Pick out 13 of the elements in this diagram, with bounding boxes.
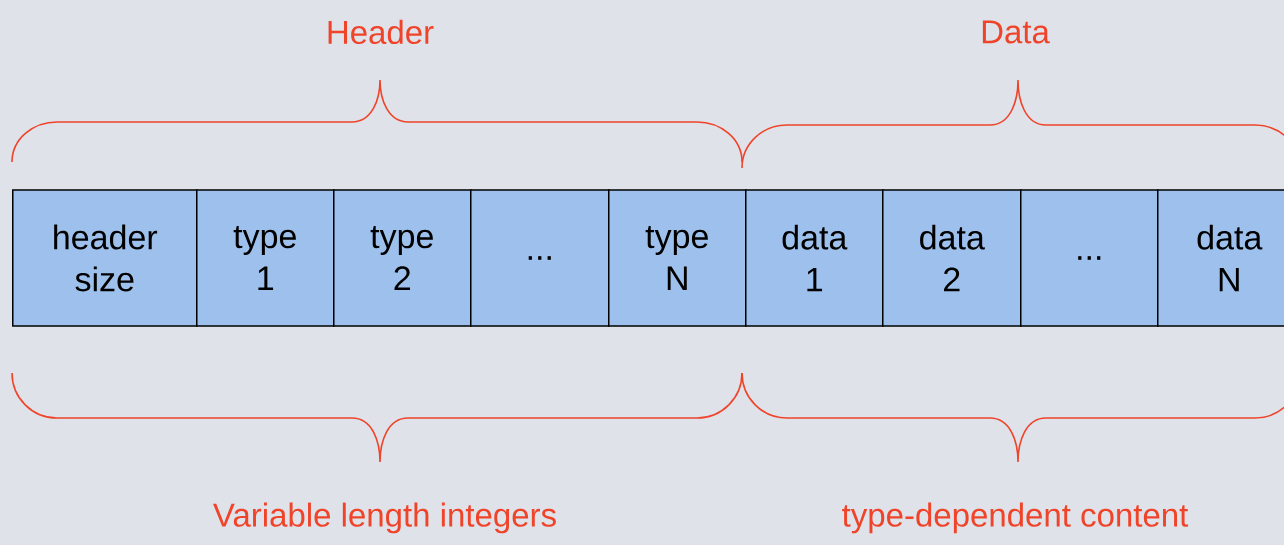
cell: ... bbox=[1020, 189, 1159, 327]
cell: type N bbox=[608, 189, 747, 327]
heading: Header bbox=[328, 19, 434, 45]
cell: header size bbox=[12, 189, 198, 327]
cell: data 2 bbox=[882, 189, 1022, 327]
caption: type-dependent content bbox=[842, 502, 1189, 534]
cell: ... bbox=[470, 189, 610, 327]
cell: type 2 bbox=[333, 189, 472, 327]
cell: type 1 bbox=[196, 189, 335, 327]
cell: data N bbox=[1157, 189, 1284, 327]
caption: Variable length integers bbox=[213, 502, 556, 534]
cell: data 1 bbox=[745, 189, 884, 327]
heading: Data bbox=[982, 20, 1050, 44]
